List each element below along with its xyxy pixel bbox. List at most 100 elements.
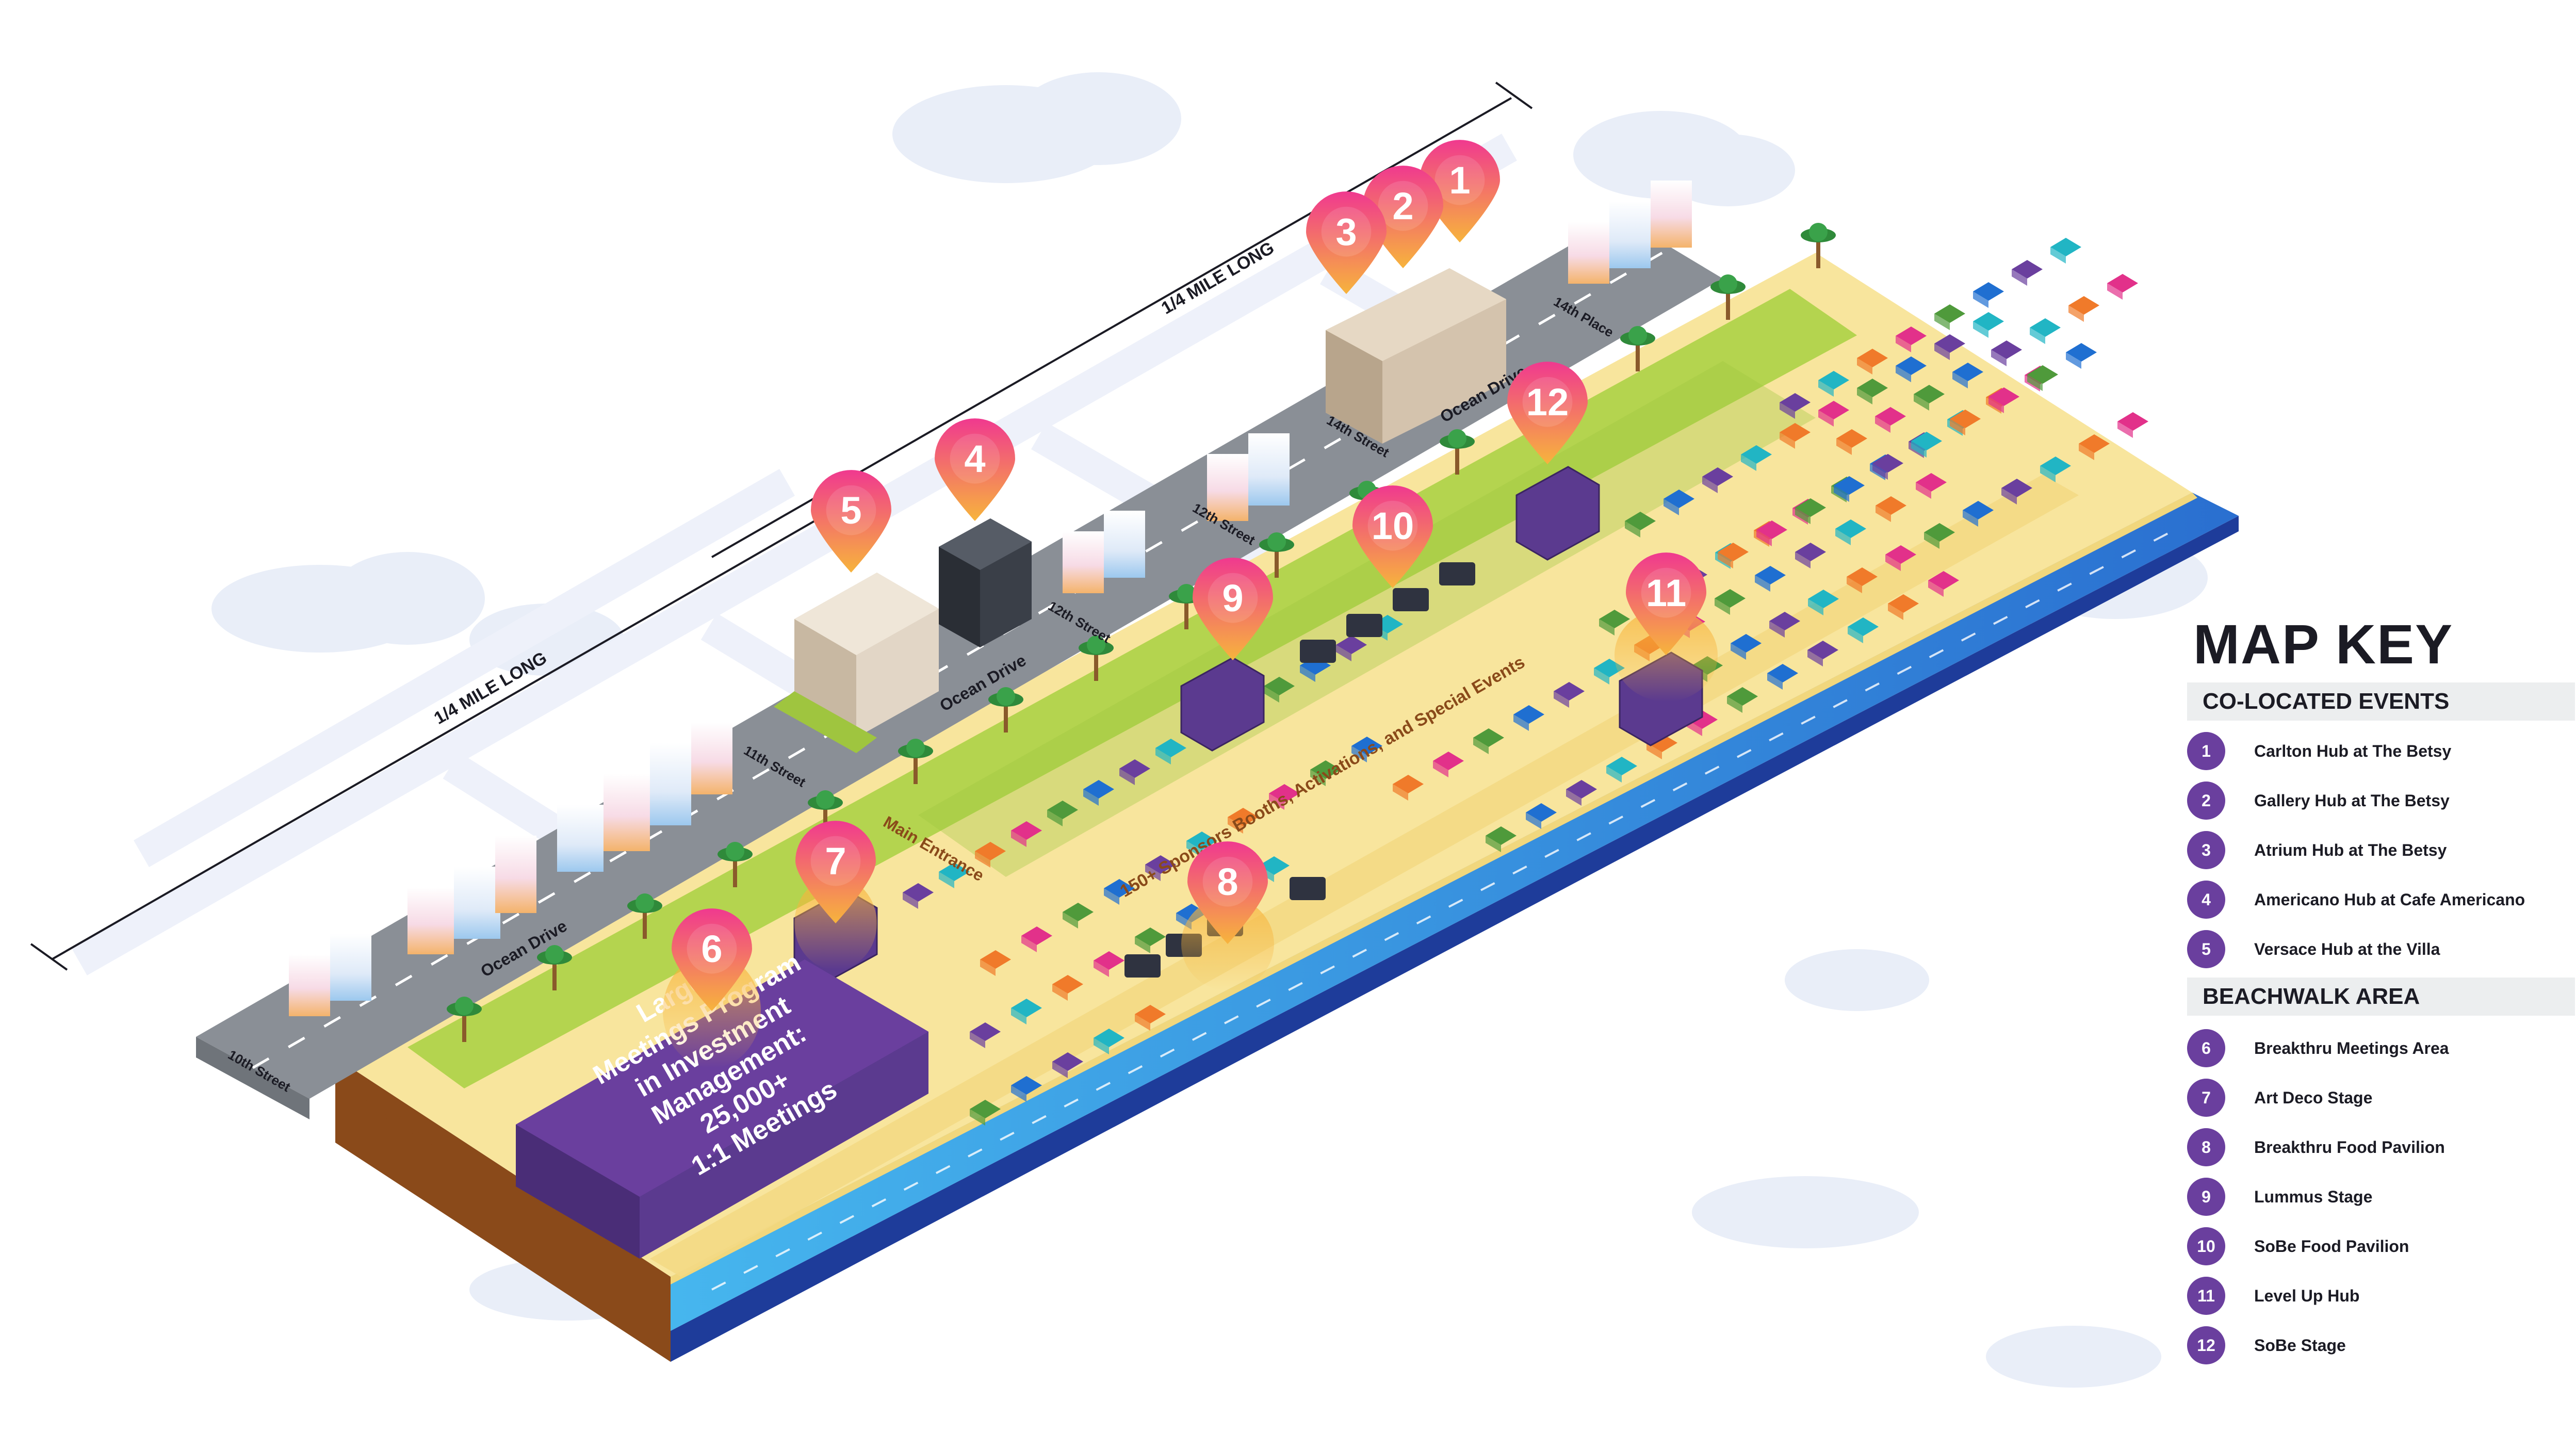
booth-side (2001, 488, 2017, 504)
key-item-8[interactable]: 8 Breakthru Food Pavilion (2187, 1128, 2575, 1166)
key-label: Versace Hub at the Villa (2254, 940, 2440, 958)
map-pin-icon (1352, 485, 1433, 588)
map-pin-5[interactable]: 5 (811, 470, 891, 573)
pin-inner (950, 433, 1000, 484)
key-label: Breakthru Meetings Area (2254, 1039, 2449, 1057)
map-pin-10[interactable]: 10 (1352, 485, 1433, 588)
key-item-2[interactable]: 2 Gallery Hub at The Betsy (2187, 782, 2575, 820)
booth-side (1885, 555, 1901, 571)
key-badge: 9 (2187, 1178, 2225, 1216)
map-pin-number: 5 (840, 489, 861, 532)
booth-side (1875, 416, 1890, 433)
pin-inner (1378, 181, 1428, 231)
booth-side (1963, 510, 1978, 527)
booth-side (1755, 575, 1770, 592)
key-badge: 11 (2187, 1277, 2225, 1315)
map-pin-icon (1193, 558, 1273, 660)
key-badge: 12 (2187, 1326, 2225, 1364)
booth-side (2040, 466, 2056, 482)
booth-side (1857, 388, 1872, 404)
map-pin-7[interactable]: 7 (795, 821, 876, 923)
map-pin-number: 1 (1449, 159, 1470, 202)
map-pin-4[interactable]: 4 (935, 418, 1015, 521)
key-item-5[interactable]: 5 Versace Hub at the Villa (2187, 930, 2575, 968)
cafe-americano-building (939, 518, 1032, 647)
booth-side (970, 1032, 985, 1048)
map-pin-icon (672, 908, 752, 1011)
palm-tree (447, 997, 482, 1042)
booth-side (1727, 696, 1742, 713)
booth-side (1011, 1008, 1026, 1024)
palm-tree (1620, 326, 1655, 371)
booth-side (2068, 305, 2084, 322)
map-pin-11[interactable]: 11 (1626, 552, 1706, 655)
key-section-co-located: CO-LOCATED EVENTS (2187, 682, 2575, 721)
map-pin-number: 6 (701, 927, 722, 970)
map-pin-12[interactable]: 12 (1507, 362, 1588, 464)
booth-side (2117, 421, 2133, 438)
palm-tree (1710, 274, 1746, 320)
booth-side (1928, 580, 1944, 597)
key-section-beachwalk: BEACHWALK AREA (2187, 978, 2575, 1016)
booth-side (1914, 394, 1929, 411)
booth-side (1818, 410, 1834, 427)
pin-inner (1367, 500, 1418, 551)
booth-side (2079, 444, 2094, 460)
booth-side (1119, 769, 1135, 785)
key-label: Level Up Hub (2254, 1287, 2360, 1305)
pin-inner (1641, 567, 1691, 618)
map-pin-number: 3 (1335, 210, 1357, 253)
booth-side (1594, 668, 1609, 685)
booth-side (1155, 748, 1171, 764)
key-item-4[interactable]: 4 Americano Hub at Cafe Americano (2187, 881, 2575, 919)
booth-side (1808, 599, 1823, 615)
pin-inner (1202, 856, 1253, 907)
booth-side (2107, 283, 2123, 300)
booth-side (1896, 366, 1911, 382)
key-badge: 1 (2187, 732, 2225, 770)
booth-side (1011, 831, 1026, 847)
map-pin-9[interactable]: 9 (1193, 558, 1273, 660)
key-item-1[interactable]: 1 Carlton Hub at The Betsy (2187, 732, 2575, 770)
pin-inner (1208, 573, 1258, 623)
map-pin-8[interactable]: 8 (1187, 841, 1268, 944)
key-badge: 4 (2187, 881, 2225, 919)
booth-side (1269, 793, 1284, 810)
booth-side (1063, 912, 1078, 929)
key-item-10[interactable]: 10 SoBe Food Pavilion (2187, 1227, 2575, 1265)
map-pin-icon (811, 470, 891, 573)
booth-side (1526, 812, 1541, 829)
key-item-12[interactable]: 12 SoBe Stage (2187, 1326, 2575, 1364)
map-pin-3[interactable]: 3 (1306, 191, 1387, 294)
booth-side (1718, 552, 1733, 568)
the-betsy-building (1326, 268, 1506, 444)
booth-side (975, 851, 990, 868)
key-item-11[interactable]: 11 Level Up Hub (2187, 1277, 2575, 1315)
booth-side (1715, 598, 1730, 615)
booth-side (1876, 506, 1891, 522)
booth-side (1300, 665, 1315, 682)
key-item-6[interactable]: 6 Breakthru Meetings Area (2187, 1029, 2575, 1067)
palm-tree (898, 739, 933, 784)
booth-side (1872, 463, 1888, 480)
map-pin-6[interactable]: 6 (672, 908, 752, 1011)
booth-side (1795, 552, 1811, 568)
key-label: Lummus Stage (2254, 1187, 2373, 1206)
key-badge: 3 (2187, 831, 2225, 869)
map-pin-number: 8 (1217, 860, 1238, 903)
booth-side (1835, 529, 1851, 545)
pin-inner (826, 485, 876, 535)
key-item-9[interactable]: 9 Lummus Stage (2187, 1178, 2575, 1216)
booth-side (1973, 321, 1988, 338)
ocean (671, 493, 2239, 1362)
booth-side (1083, 789, 1099, 806)
booth-side (1513, 714, 1529, 731)
city-buildings (289, 181, 1692, 1016)
pin-inner (1522, 377, 1573, 427)
key-item-7[interactable]: 7 Art Deco Stage (2187, 1079, 2575, 1117)
booth-side (1911, 441, 1927, 458)
booth-side (1756, 530, 1772, 546)
key-item-3[interactable]: 3 Atrium Hub at The Betsy (2187, 831, 2575, 869)
booth-side (1847, 577, 1862, 593)
